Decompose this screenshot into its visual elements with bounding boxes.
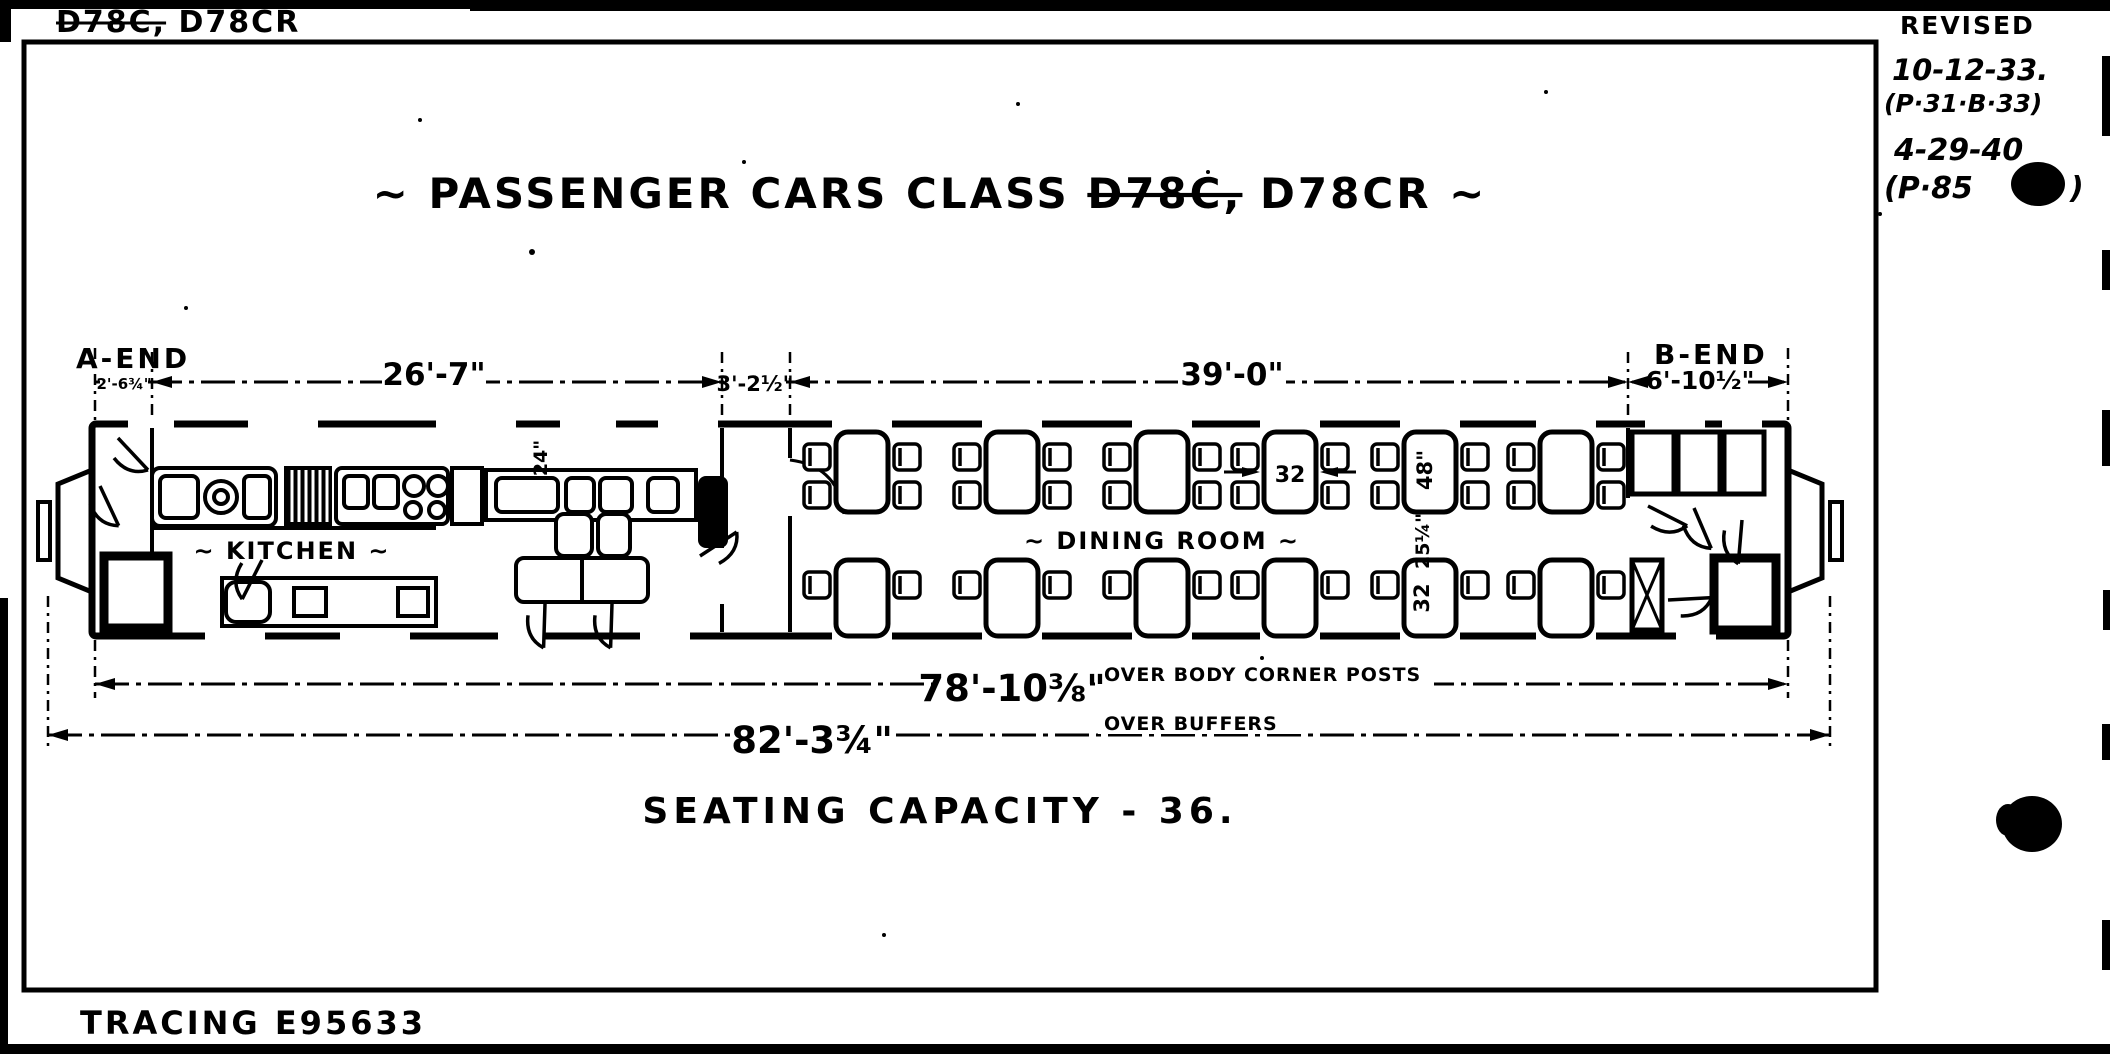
revision-block: REVISED 10-12-33. (P·31·B·33) 4-29-40 (P… <box>1884 11 2084 206</box>
dim-table-length: 48" <box>1413 450 1437 490</box>
dim-over-buffers: 82'-3¾" <box>731 719 893 762</box>
drawing-border <box>21 39 1879 993</box>
dim-aisle-width: 25¼" <box>1412 513 1434 569</box>
revision-ref-2-close: ) <box>2069 171 2084 206</box>
over-body-posts-note: OVER BODY CORNER POSTS <box>1104 664 1421 686</box>
b-end-closet <box>1629 557 1665 633</box>
revision-date-1: 10-12-33. <box>1892 53 2048 87</box>
pantry-area: 24" <box>484 428 846 651</box>
tracing-number: TRACING E95633 <box>80 1004 426 1042</box>
car-floor-plan: ~ KITCHEN ~ 24" <box>36 418 1844 651</box>
ink-blot-icon <box>2011 162 2065 206</box>
title-suffix: D78CR ~ <box>1242 169 1487 218</box>
header-class-label: D78C, D78CR <box>56 5 300 40</box>
range-hatched-unit <box>284 466 332 526</box>
seating-capacity-note: SEATING CAPACITY - 36. <box>642 791 1237 832</box>
buffer-a-end <box>36 466 95 596</box>
dim-lower-table: 32 <box>1410 583 1434 612</box>
dim-dining-section: 39'-0" <box>1180 357 1283 393</box>
dim-kitchen-section: 26'-7" <box>382 357 485 393</box>
buffer-b-end <box>1785 466 1844 596</box>
a-end-vestibule <box>84 428 173 633</box>
top-dimension-line: 2'-6¾" 26'-7" 3'-2½" 39'-0" 6'-10½" <box>93 348 1790 426</box>
ink-blob-icon <box>1996 796 2062 852</box>
dim-table-width: 32 <box>1275 463 1306 488</box>
kitchen-area: ~ KITCHEN ~ <box>150 466 484 628</box>
header-struck-class: D78C, <box>56 5 166 40</box>
dim-b-end-section: 6'-10½" <box>1645 366 1754 395</box>
revision-ref-1: (P·31·B·33) <box>1884 89 2042 118</box>
kitchen-label: ~ KITCHEN ~ <box>193 537 390 565</box>
header-current-class: D78CR <box>166 5 300 40</box>
revised-label: REVISED <box>1900 11 2035 40</box>
title-struck-class: D78C, <box>1087 169 1242 218</box>
b-end-vestibule <box>1626 428 1781 635</box>
b-end-label: B-END <box>1654 338 1768 371</box>
over-buffers-note: OVER BUFFERS <box>1104 713 1278 735</box>
title-prefix: ~ PASSENGER CARS CLASS <box>373 169 1088 218</box>
bottom-dimension-lines: 78'-10⅜" OVER BODY CORNER POSTS 82'-3¾" … <box>46 596 1832 762</box>
dim-a-end-platform: 2'-6¾" <box>96 375 151 393</box>
page-title: ~ PASSENGER CARS CLASS D78C, D78CR ~ <box>373 169 1488 218</box>
revision-ref-2: (P·85 <box>1884 171 1973 206</box>
dim-pantry-counter: 24" <box>530 440 552 476</box>
dining-room-area: ~ DINING ROOM ~ 32 48" 25¼" 32 <box>802 432 1626 636</box>
revision-date-2: 4-29-40 <box>1893 133 2023 168</box>
dim-passage-section: 3'-2½" <box>716 372 793 396</box>
dim-over-body-posts: 78'-10⅜" <box>918 667 1105 710</box>
dining-room-label: ~ DINING ROOM ~ <box>1024 527 1300 555</box>
scan-specks <box>184 90 1882 937</box>
